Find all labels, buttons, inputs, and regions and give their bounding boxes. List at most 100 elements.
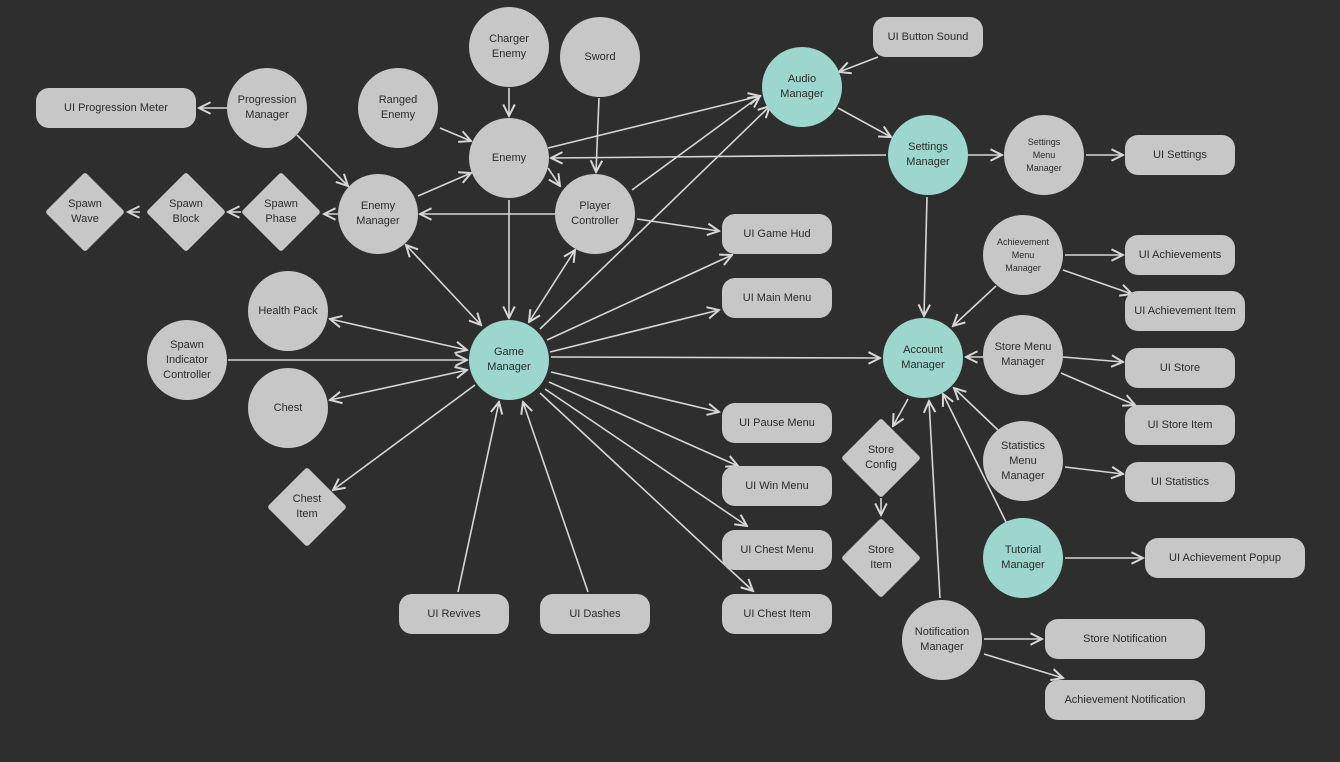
node-label: Chest Item <box>292 493 322 520</box>
node-ui-chest-item: UI Chest Item <box>722 594 832 634</box>
node-ui-settings: UI Settings <box>1125 135 1235 175</box>
node-ui-achievement-popup: UI Achievement Popup <box>1145 538 1305 578</box>
edge-arrow <box>548 381 738 466</box>
node-audio-manager: Audio Manager <box>762 47 842 127</box>
node-game-manager: Game Manager <box>469 320 549 400</box>
node-label: Store Notification <box>1083 632 1167 645</box>
node-enemy: Enemy <box>469 118 549 198</box>
node-ui-main-menu: UI Main Menu <box>722 278 832 318</box>
edge-arrow <box>547 167 560 186</box>
node-label: Spawn Wave <box>68 198 102 225</box>
edge-arrow <box>943 394 1007 523</box>
edge-arrow <box>539 392 753 591</box>
node-label: Store Menu Manager <box>994 341 1052 368</box>
edge-arrow <box>333 384 476 490</box>
node-sword: Sword <box>560 17 640 97</box>
node-store-config: Store Config <box>841 418 921 498</box>
edge-arrow <box>924 196 927 316</box>
node-label: Achievement Menu Manager <box>996 236 1050 273</box>
node-ui-store-item: UI Store Item <box>1125 405 1235 445</box>
node-ui-achievement-item: UI Achievement Item <box>1125 291 1245 331</box>
edge-arrow <box>296 134 348 186</box>
node-label: UI Chest Item <box>743 607 811 620</box>
node-label: Health Pack <box>258 304 318 317</box>
node-tutorial-manager: Tutorial Manager <box>983 518 1063 598</box>
node-label: Settings Menu Manager <box>1026 136 1062 173</box>
node-label: UI Main Menu <box>742 291 812 304</box>
node-label: Spawn Block <box>169 198 203 225</box>
node-settings-manager: Settings Manager <box>888 115 968 195</box>
node-charger-enemy: Charger Enemy <box>469 7 549 87</box>
edge-arrow <box>547 96 760 149</box>
node-notification-manager: Notification Manager <box>902 600 982 680</box>
edge-arrow <box>839 56 879 72</box>
node-health-pack: Health Pack <box>248 271 328 351</box>
node-ui-store: UI Store <box>1125 348 1235 388</box>
edge-arrow <box>1062 269 1132 294</box>
node-label: Notification Manager <box>914 626 970 653</box>
edge-arrow <box>330 319 467 350</box>
node-label: Player Controller <box>571 200 619 227</box>
node-statistics-menu-manager: Statistics Menu Manager <box>983 421 1063 501</box>
edge-arrow <box>636 218 719 231</box>
node-label: Store Config <box>865 444 897 471</box>
node-ranged-enemy: Ranged Enemy <box>358 68 438 148</box>
edge-arrow <box>546 255 732 341</box>
node-label: UI Achievement Item <box>1134 304 1236 317</box>
node-label: Store Item <box>867 544 895 571</box>
node-ui-dashes: UI Dashes <box>540 594 650 634</box>
node-achievement-menu-manager: Achievement Menu Manager <box>983 215 1063 295</box>
edge-arrow <box>837 107 891 137</box>
node-label: UI Chest Menu <box>740 543 814 556</box>
node-ui-win-menu: UI Win Menu <box>722 466 832 506</box>
node-ui-achievements: UI Achievements <box>1125 235 1235 275</box>
node-account-manager: Account Manager <box>883 318 963 398</box>
node-label: UI Store Item <box>1147 418 1213 431</box>
node-label: UI Achievements <box>1138 248 1222 261</box>
node-label: Spawn Indicator Controller <box>163 338 211 381</box>
edge-arrow <box>1060 372 1135 405</box>
node-ui-chest-menu: UI Chest Menu <box>722 530 832 570</box>
node-label: Account Manager <box>901 344 945 371</box>
edge-arrow <box>539 106 770 330</box>
edge-arrow <box>439 127 471 141</box>
edge-arrow <box>983 653 1063 678</box>
node-spawn-phase: Spawn Phase <box>241 172 321 252</box>
node-ui-pause-menu: UI Pause Menu <box>722 403 832 443</box>
node-label: Enemy <box>491 151 527 164</box>
node-spawn-wave: Spawn Wave <box>45 172 125 252</box>
node-label: Settings Manager <box>906 141 950 168</box>
edge-arrow <box>529 250 575 322</box>
node-ui-statistics: UI Statistics <box>1125 462 1235 502</box>
node-label: Sword <box>584 50 616 63</box>
edge-arrow <box>330 370 467 400</box>
node-chest-item: Chest Item <box>267 467 347 547</box>
node-label: UI Statistics <box>1150 475 1210 488</box>
node-label: UI Pause Menu <box>739 416 815 429</box>
edge-arrow <box>417 173 471 197</box>
node-label: Chest <box>273 401 303 414</box>
node-store-menu-manager: Store Menu Manager <box>983 315 1063 395</box>
node-label: UI Win Menu <box>745 479 809 492</box>
node-label: UI Button Sound <box>887 30 969 43</box>
node-label: Achievement Notification <box>1064 693 1186 706</box>
node-label: UI Settings <box>1153 148 1207 161</box>
edge-arrow <box>550 357 880 358</box>
edge-arrow <box>457 402 499 593</box>
node-settings-menu-manager: Settings Menu Manager <box>1004 115 1084 195</box>
edge-arrow <box>954 388 999 431</box>
node-ui-button-sound: UI Button Sound <box>873 17 983 57</box>
node-label: Spawn Phase <box>264 198 298 225</box>
edge-arrow <box>631 96 760 191</box>
node-label: Ranged Enemy <box>378 94 418 121</box>
edge-arrow <box>596 97 599 172</box>
node-achievement-notification: Achievement Notification <box>1045 680 1205 720</box>
edge-arrow <box>550 371 719 412</box>
node-label: UI Store <box>1159 361 1201 374</box>
node-store-notification: Store Notification <box>1045 619 1205 659</box>
edge-arrow <box>1064 467 1123 474</box>
node-spawn-block: Spawn Block <box>146 172 226 252</box>
node-ui-progression-meter: UI Progression Meter <box>36 88 196 128</box>
edge-arrow <box>549 310 719 353</box>
